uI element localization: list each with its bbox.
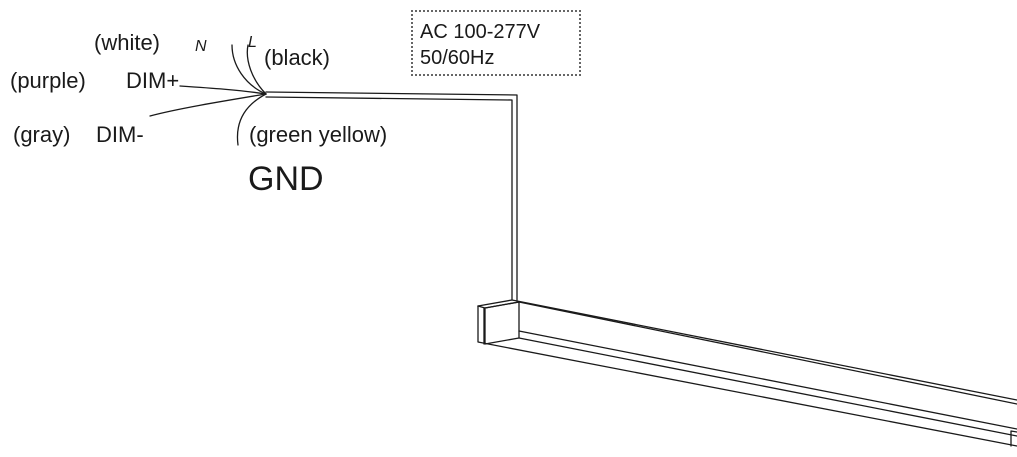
ground-color-label: (green yellow) [249,122,388,147]
neutral-symbol: N [195,38,207,55]
live-symbol: L [248,34,257,51]
dim-minus-wire [149,93,267,117]
dim-plus-wire [179,85,267,95]
dim-plus-label: DIM+ [126,68,180,93]
neutral-color-label: (white) [94,30,161,55]
dim-plus-color-label: (purple) [10,68,86,93]
ground-wire [236,93,267,146]
power-cable [265,91,518,301]
power-spec-box: AC 100-277V 50/60Hz [411,10,581,76]
ground-label: GND [248,160,324,198]
dim-minus-label: DIM- [96,122,144,147]
neutral-wire [231,44,267,95]
power-cable-inner [265,96,513,301]
live-color-label: (black) [264,45,331,70]
linear-fixture [477,299,1017,447]
voltage-label: AC 100-277V [420,21,541,43]
frequency-label: 50/60Hz [420,47,495,69]
dim-minus-color-label: (gray) [13,122,71,147]
live-wire [246,44,267,95]
